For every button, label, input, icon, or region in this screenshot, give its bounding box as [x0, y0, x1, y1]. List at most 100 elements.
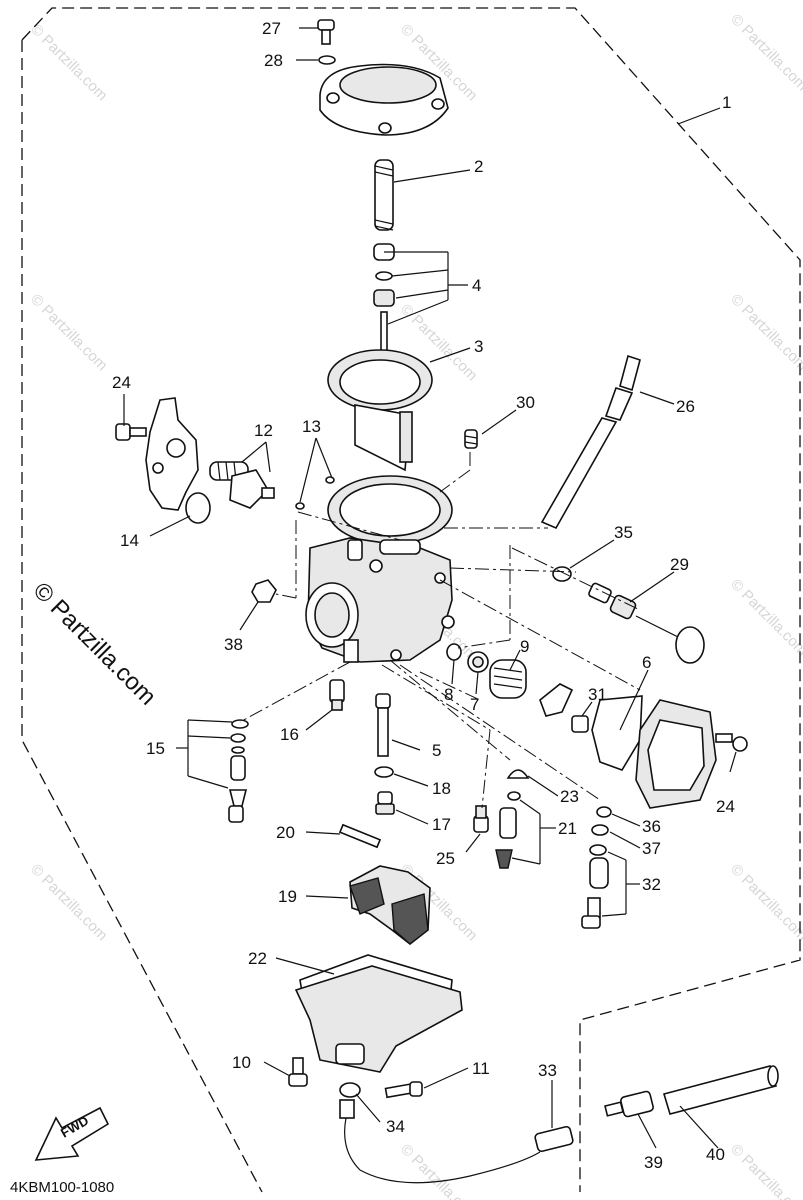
part-21-needle-valve [495, 791, 521, 869]
fwd-arrow-icon: FWD [34, 1106, 110, 1161]
part-18-washer [374, 766, 394, 778]
part-26-vent-tube [540, 354, 641, 530]
part-side-cover [635, 699, 717, 809]
watermark: © Partzilla.com [727, 291, 803, 374]
watermark: © Partzilla.com [727, 1141, 803, 1200]
part-33-drain-hose [344, 1117, 574, 1184]
part-11-drain-screw [384, 1081, 423, 1099]
callout-5: 5 [432, 741, 441, 760]
callout-26: 26 [676, 397, 695, 416]
part-30-spring [464, 429, 478, 449]
part-9-spring [489, 659, 527, 699]
part-5-needle-jet [375, 693, 391, 757]
callout-22: 22 [248, 949, 267, 968]
callout-29: 29 [670, 555, 689, 574]
assembly-boundary [21, 7, 801, 1193]
part-40-hose [662, 1065, 779, 1115]
part-24-screw-right [715, 733, 748, 752]
part-25-pilot-jet [473, 805, 489, 833]
callout-24-right: 24 [716, 797, 735, 816]
watermark: © Partzilla.com [727, 576, 803, 659]
callout-38: 38 [224, 635, 243, 654]
callout-7: 7 [470, 695, 479, 714]
callout-1: 1 [722, 93, 731, 112]
part-17-main-jet [375, 791, 395, 815]
callout-21: 21 [558, 819, 577, 838]
part-24-screw-left [115, 423, 147, 441]
watermark: © Partzilla.com [27, 21, 110, 104]
part-39-fitting [604, 1090, 654, 1118]
watermark: © Partzilla.com [397, 1141, 480, 1200]
callout-9: 9 [520, 637, 529, 656]
part-36-o-ring [596, 806, 612, 818]
part-32-screw-set [581, 844, 609, 929]
callout-8: 8 [444, 685, 453, 704]
part-27-screw [317, 19, 335, 45]
callout-3: 3 [474, 337, 483, 356]
part-13-pins [295, 476, 335, 510]
part-20-float-pin [338, 823, 382, 849]
callout-17: 17 [432, 815, 451, 834]
callout-37: 37 [642, 839, 661, 858]
part-6-gasket [591, 695, 643, 771]
callout-27: 27 [262, 19, 281, 38]
callout-24-left: 24 [112, 373, 131, 392]
callout-23: 23 [560, 787, 579, 806]
callout-10: 10 [232, 1053, 251, 1072]
assembly-lines [239, 452, 641, 809]
callout-19: 19 [278, 887, 297, 906]
callout-31: 31 [588, 685, 607, 704]
callout-30: 30 [516, 393, 535, 412]
part-8-washer [446, 643, 462, 661]
part-gasket-ring [327, 475, 453, 545]
watermark: © Partzilla.com [727, 861, 803, 944]
callout-6: 6 [642, 653, 651, 672]
part-4-needle-set [373, 243, 395, 365]
callout-32: 32 [642, 875, 661, 894]
callout-labels: 27 28 1 2 4 3 30 26 24 12 13 14 35 29 38… [112, 19, 735, 1172]
part-29-starter-plunger [588, 582, 705, 664]
part-throttle-bracket [145, 397, 199, 511]
part-19-float [349, 865, 431, 946]
callout-25: 25 [436, 849, 455, 868]
callout-18: 18 [432, 779, 451, 798]
callout-39: 39 [644, 1153, 663, 1172]
part-38-nut [251, 579, 277, 603]
watermark: © Partzilla.com [27, 861, 110, 944]
part-float-bowl [294, 965, 463, 1073]
main-watermark: © Partzilla.com [28, 577, 161, 710]
watermark: © Partzilla.com [727, 11, 803, 94]
callout-20: 20 [276, 823, 295, 842]
callout-33: 33 [538, 1061, 557, 1080]
part-35-o-ring [552, 566, 572, 582]
part-15-pilot-screw-set [228, 719, 249, 823]
watermark: © Partzilla.com [27, 291, 110, 374]
part-carburetor-body [305, 537, 455, 663]
callout-34: 34 [386, 1117, 405, 1136]
part-28-washer [318, 55, 336, 65]
callout-35: 35 [614, 523, 633, 542]
drawing-code: 4KBM100-1080 [10, 1179, 114, 1196]
callout-28: 28 [264, 51, 283, 70]
part-10-screw [288, 1057, 308, 1087]
part-34-clip [339, 1082, 361, 1119]
callout-13: 13 [302, 417, 321, 436]
callout-14: 14 [120, 531, 139, 550]
callout-40: 40 [706, 1145, 725, 1164]
part-23-cap [506, 769, 530, 779]
part-12-spring-screw [209, 461, 275, 509]
callout-15: 15 [146, 739, 165, 758]
callout-11: 11 [472, 1059, 490, 1078]
leader-lines [123, 27, 737, 1149]
part-7-collar [467, 651, 489, 673]
part-14-o-ring [185, 492, 211, 524]
part-3-diaphragm-piston [327, 349, 433, 472]
callout-2: 2 [474, 157, 483, 176]
part-16-plug [329, 679, 345, 711]
part-37-washer [591, 824, 609, 836]
part-2-spring [374, 159, 394, 231]
callout-16: 16 [280, 725, 299, 744]
callout-12: 12 [254, 421, 273, 440]
callout-36: 36 [642, 817, 661, 836]
